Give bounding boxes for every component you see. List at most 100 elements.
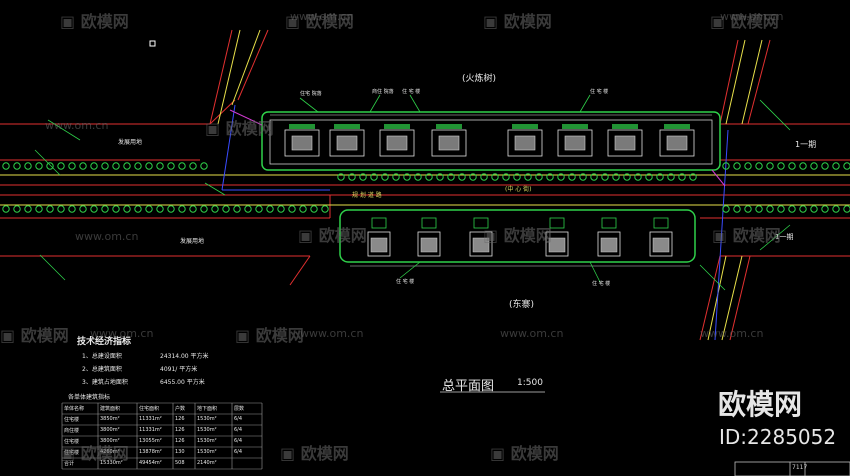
left-lower-block-label: 发展用地 xyxy=(180,238,205,245)
tree xyxy=(79,162,87,170)
marker-square xyxy=(149,40,156,47)
tree xyxy=(667,173,675,181)
tree xyxy=(233,205,241,213)
tree xyxy=(766,162,774,170)
site-path xyxy=(229,109,726,187)
table-cell: 4260m² xyxy=(100,449,120,455)
tree xyxy=(755,162,763,170)
table-cell: 126 xyxy=(175,427,185,433)
title-block-label: 7117 xyxy=(792,464,808,471)
north-tag: 住宅 院落 xyxy=(300,91,322,97)
watermark-logo: ▣ 欧模网 xyxy=(60,444,129,463)
table-cell: 2140m² xyxy=(197,460,217,466)
table-header-cell: 地下面积 xyxy=(197,406,218,412)
tree xyxy=(755,205,763,213)
south-building-core xyxy=(370,237,388,253)
table-cell: 3800m² xyxy=(100,427,120,433)
tree xyxy=(557,173,565,181)
north-building-green xyxy=(334,124,360,129)
tree xyxy=(491,173,499,181)
tree xyxy=(744,205,752,213)
north-building-green xyxy=(436,124,462,129)
south-building-core xyxy=(472,237,490,253)
property-boundary xyxy=(221,104,729,341)
south-building-yard xyxy=(421,217,437,229)
north-building xyxy=(507,129,543,157)
north-building xyxy=(284,129,320,157)
tree xyxy=(13,162,21,170)
plan-title: 总平面图 xyxy=(442,379,495,394)
south-building-yard xyxy=(549,217,565,229)
table-cell: 11331m² xyxy=(139,427,162,433)
north-building-core xyxy=(614,135,636,151)
north-building xyxy=(431,129,467,157)
table-cell: 508 xyxy=(175,460,185,466)
tree xyxy=(381,173,389,181)
tree xyxy=(601,173,609,181)
watermark-id: ID:2285052 xyxy=(719,425,837,449)
table-cell: 6/4 xyxy=(234,416,243,422)
tree xyxy=(480,173,488,181)
watermark-url: www.om.cn xyxy=(290,10,354,23)
tree xyxy=(68,162,76,170)
tree xyxy=(288,205,296,213)
tree xyxy=(392,173,400,181)
title-block xyxy=(734,461,850,476)
tree xyxy=(436,173,444,181)
tree xyxy=(57,162,65,170)
right-upper-label: 1一期 xyxy=(795,140,817,149)
table-header-cell: 单体名称 xyxy=(64,406,85,412)
tree xyxy=(46,205,54,213)
tree xyxy=(634,173,642,181)
tree xyxy=(370,173,378,181)
tech-item-value: 24314.00 平方米 xyxy=(160,353,209,360)
watermark-logo: ▣ 欧模网 xyxy=(298,226,367,245)
tree xyxy=(678,173,686,181)
tree xyxy=(123,162,131,170)
tree-rows xyxy=(2,162,850,213)
watermark-url: www.om.cn xyxy=(700,327,764,340)
road-lines xyxy=(0,29,850,341)
tree xyxy=(277,205,285,213)
tree xyxy=(57,205,65,213)
tree xyxy=(24,205,32,213)
north-label: (火炼树) xyxy=(462,74,497,84)
tree xyxy=(222,205,230,213)
tree xyxy=(79,205,87,213)
watermark-url: www.om.cn xyxy=(75,230,139,243)
table-cell: 1530m² xyxy=(197,438,217,444)
tree xyxy=(799,205,807,213)
south-building-core xyxy=(548,237,566,253)
south-building-yard xyxy=(473,217,489,229)
watermark-logo: ▣ 欧模网 xyxy=(0,326,69,345)
north-block-border xyxy=(261,111,721,171)
tree xyxy=(447,173,455,181)
north-building-core xyxy=(514,135,536,151)
tree xyxy=(799,162,807,170)
watermark-url: www.om.cn xyxy=(500,327,564,340)
tree xyxy=(524,173,532,181)
tree xyxy=(623,173,631,181)
south-building xyxy=(597,231,621,257)
tree xyxy=(810,205,818,213)
north-building-core xyxy=(386,135,408,151)
watermark-logo: ▣ 欧模网 xyxy=(235,326,304,345)
south-label: (东寨) xyxy=(509,300,535,310)
tech-heading: 技术经济指标 xyxy=(77,337,132,347)
table-cell: 住宅楼 xyxy=(64,450,80,456)
tree xyxy=(788,205,796,213)
tree xyxy=(821,162,829,170)
tree xyxy=(590,173,598,181)
road-label-2: (中 心 街) xyxy=(505,186,532,193)
tree xyxy=(733,205,741,213)
watermark-url: www.om.cn xyxy=(720,10,784,23)
north-building-green xyxy=(562,124,588,129)
north-building-green xyxy=(512,124,538,129)
watermark-logo: ▣ 欧模网 xyxy=(285,12,354,31)
south-building-core xyxy=(600,237,618,253)
south-building xyxy=(545,231,569,257)
tree xyxy=(579,173,587,181)
south-building xyxy=(417,231,441,257)
watermark-url: www.om.cn xyxy=(45,119,109,132)
